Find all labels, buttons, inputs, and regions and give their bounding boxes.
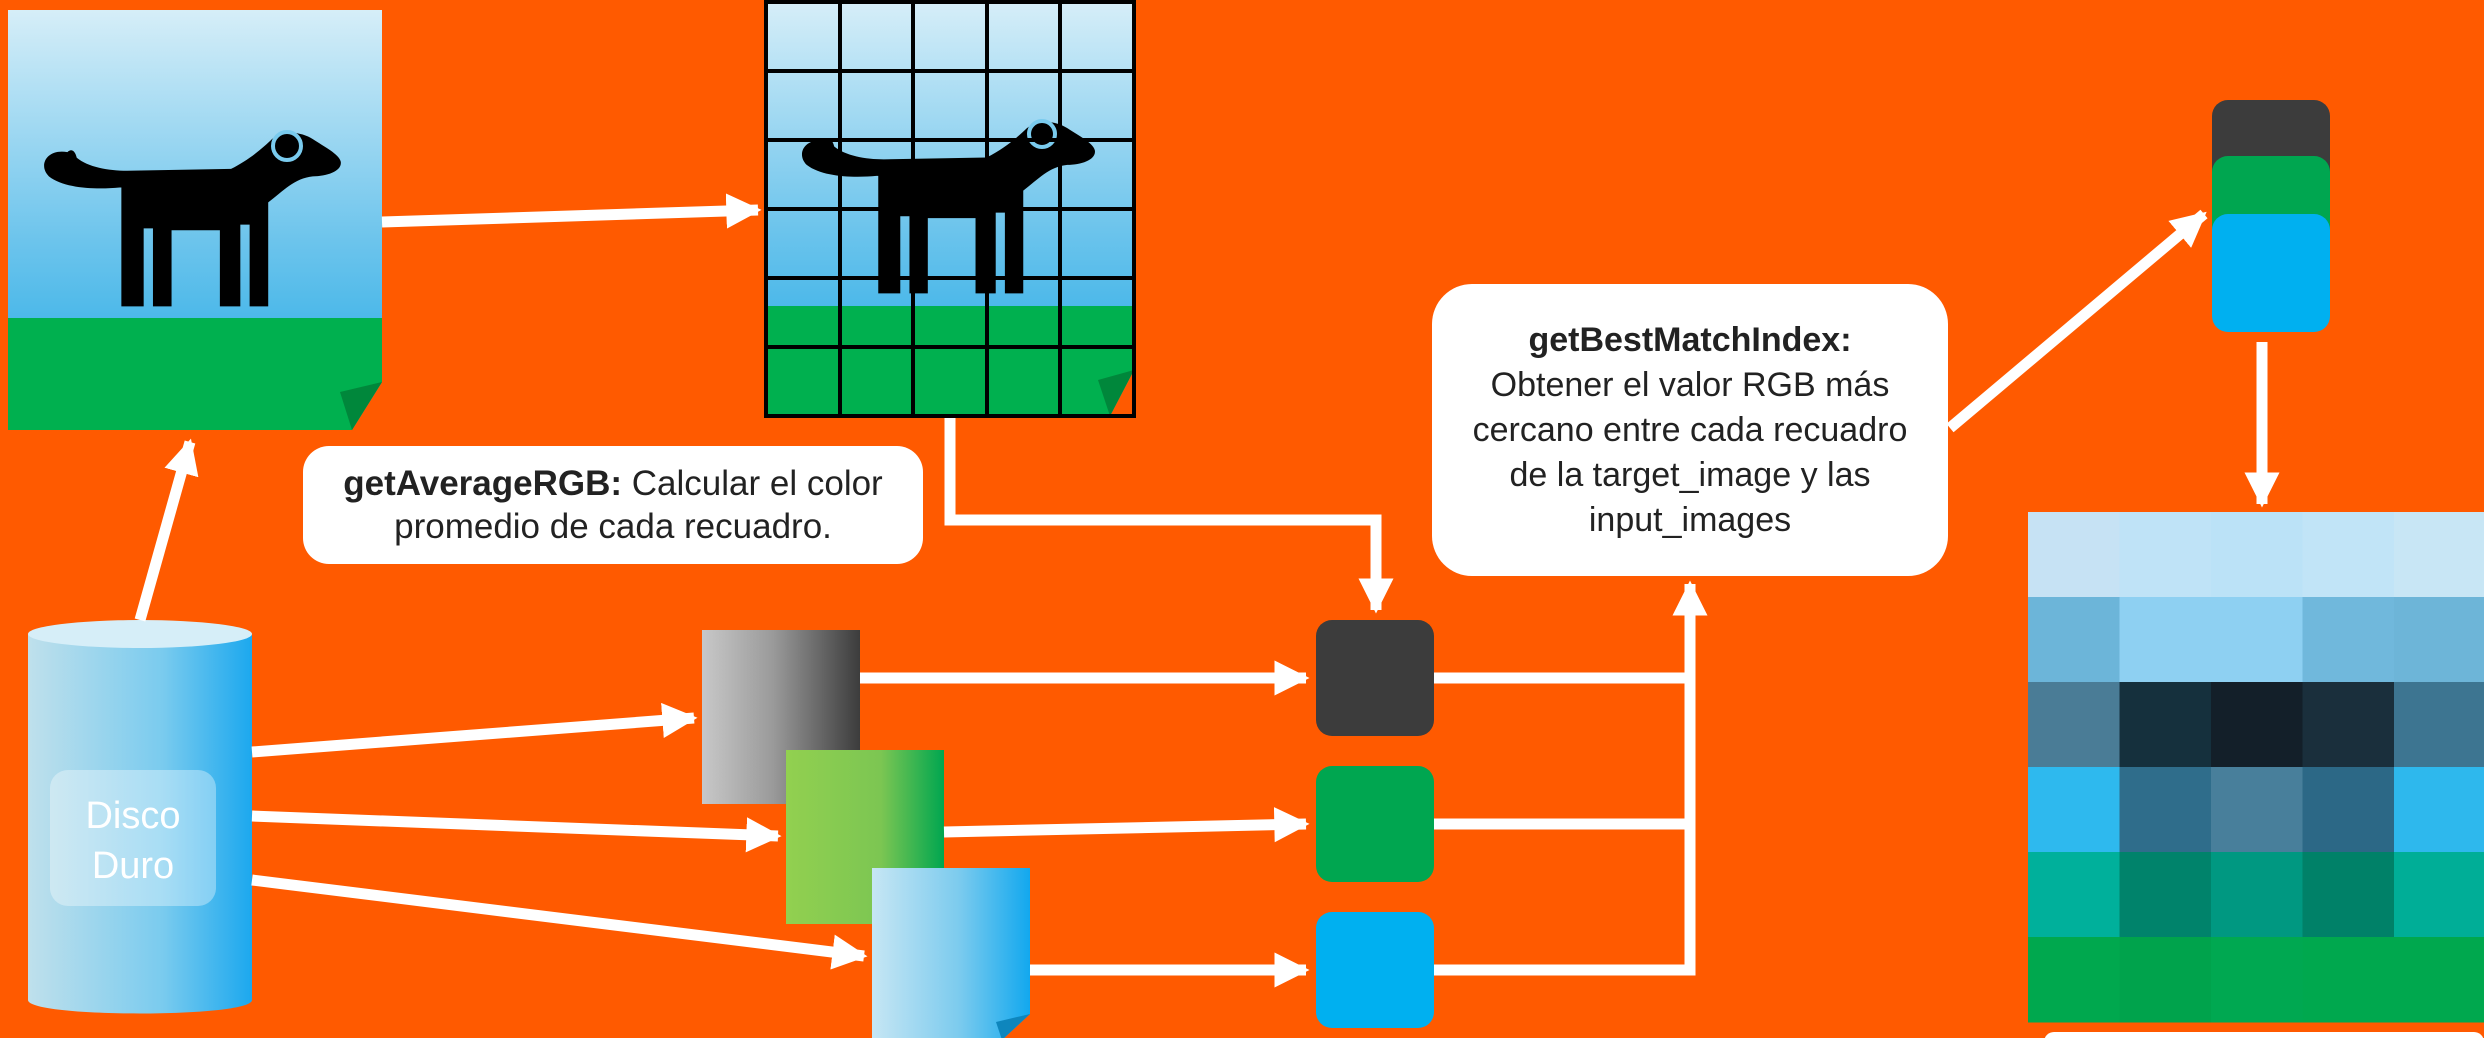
mosaic-tile: [2302, 767, 2395, 853]
disk-label-line1: Disco: [85, 795, 180, 837]
mosaic-tile: [2028, 597, 2120, 683]
output-mosaic: [2028, 512, 2484, 1023]
mosaic-tile: [2211, 597, 2303, 683]
arrow-disk-to-gray: [251, 702, 698, 758]
mosaic-tile: [2302, 852, 2395, 938]
input-image-blue: [872, 868, 1030, 1038]
arrow-disk-to-image: [134, 438, 199, 622]
stack-tile-blue: [2212, 214, 2330, 332]
mosaic-tile: [2119, 682, 2212, 768]
get-best-match-index-text: Obtener el valor RGB más cercano entre c…: [1472, 365, 1908, 539]
get-average-rgb-func: getAverageRGB:: [343, 464, 623, 503]
mosaic-tile: [2302, 937, 2395, 1023]
mosaic-tile: [2302, 512, 2395, 598]
mosaic-tile: [2302, 682, 2395, 768]
mosaic-tile: [2394, 937, 2484, 1023]
arrows: [134, 193, 2280, 988]
get-best-match-index-label: getBestMatchIndex: Obtener el valor RGB m…: [1432, 284, 1948, 576]
arrow-image-to-grid: [381, 193, 762, 229]
mosaic-tile: [2028, 937, 2120, 1023]
mosaic-tile: [2119, 512, 2212, 598]
gridded-target-image: [764, 0, 1136, 418]
avg-color-tile-green: [1316, 766, 1434, 882]
get-average-rgb-label: getAverageRGB: Calcular el color promedi…: [303, 446, 923, 564]
mosaic-tile: [2028, 512, 2120, 598]
mosaic-tile: [2394, 682, 2484, 768]
best-match-stack: [2212, 100, 2330, 332]
mosaic-tile: [2394, 512, 2484, 598]
mosaic-tile: [2394, 767, 2484, 853]
mosaic-tile: [2211, 767, 2303, 853]
mosaic-tile: [2028, 767, 2120, 853]
mosaic-tile: [2119, 937, 2212, 1023]
get-best-match-index-func: getBestMatchIndex:: [1528, 320, 1852, 359]
arrow-green-to-tile: [943, 807, 1310, 843]
mosaic-tile: [2394, 852, 2484, 938]
mosaic-tile: [2211, 512, 2303, 598]
arrow-grid-to-tile: [944, 418, 1394, 614]
arrow-disk-to-blue: [251, 874, 868, 970]
hard-disk-icon: Disco Duro: [28, 620, 252, 1014]
mosaic-tile: [2119, 767, 2212, 853]
target-image: [8, 10, 382, 430]
grid-lines: [764, 0, 1136, 418]
arrow-bestmatch-to-stack: [1946, 209, 2208, 433]
mosaic-tile: [2302, 597, 2395, 683]
get-average-rgb-text: Calcular el color promedio de cada recua…: [394, 464, 883, 546]
arrow-disk-to-green: [251, 810, 782, 853]
arrow-tiles-to-bestmatch: [1434, 580, 1708, 976]
avg-color-tile-blue: [1316, 912, 1434, 1028]
avg-color-tile-dark: [1316, 620, 1434, 736]
disk-label-box: [50, 770, 216, 906]
mosaic-tile: [2211, 937, 2303, 1023]
partial-label-box: [2044, 1032, 2484, 1038]
dog-ear-highlight: [271, 130, 303, 162]
disk-label-line2: Duro: [92, 845, 174, 887]
mosaic-tile: [2211, 682, 2303, 768]
mosaic-tile: [2028, 852, 2120, 938]
mosaic-tile: [2119, 597, 2212, 683]
mosaic-tile: [2028, 682, 2120, 768]
mosaic-tile: [2119, 852, 2212, 938]
mosaic-tile: [2211, 852, 2303, 938]
mosaic-tile: [2394, 597, 2484, 683]
